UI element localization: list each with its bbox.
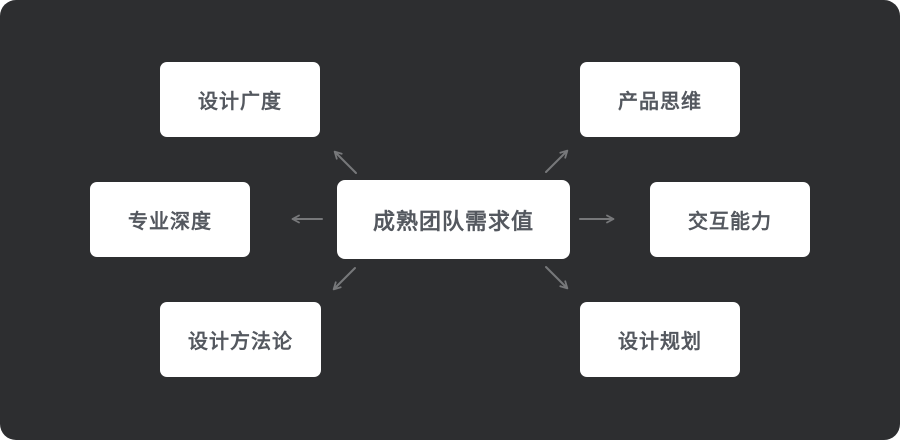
diagram-node-center: 成熟团队需求值 [337,180,570,259]
diagram-node-bottom-left: 设计方法论 [160,302,321,377]
diagram-node-left: 专业深度 [90,182,250,257]
arrow-down-left-icon [332,267,356,291]
arrow-up-right-icon [545,149,569,173]
diagram-node-right: 交互能力 [650,182,810,257]
diagram-node-top-right: 产品思维 [580,62,740,137]
diagram-node-top-left: 设计广度 [160,62,320,137]
arrow-up-left-icon [333,150,357,174]
diagram-node-bottom-right: 设计规划 [580,302,740,377]
arrow-down-right-icon [545,266,569,290]
